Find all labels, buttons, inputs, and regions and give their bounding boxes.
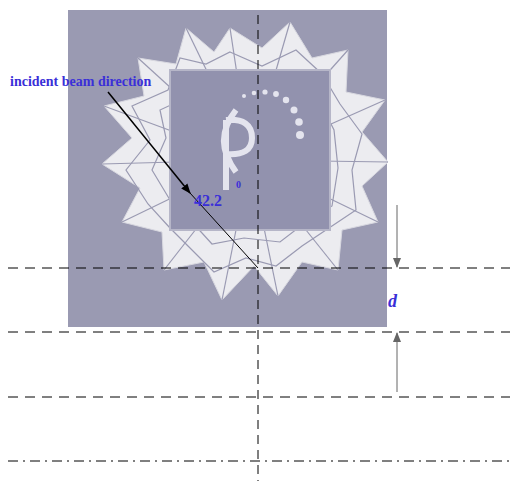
logo-square [170,70,330,230]
degree-mark: 0 [236,180,241,190]
web-threads [102,22,388,300]
logo-phi [224,110,252,190]
web-shape [102,22,388,300]
lattice-planes [8,15,510,481]
incident-beam [108,92,258,268]
logo-ground [68,10,387,327]
spacing-label: d [388,292,397,310]
angle-value: 42.2 [194,193,222,209]
beam-label: incident beam direction [10,75,151,89]
